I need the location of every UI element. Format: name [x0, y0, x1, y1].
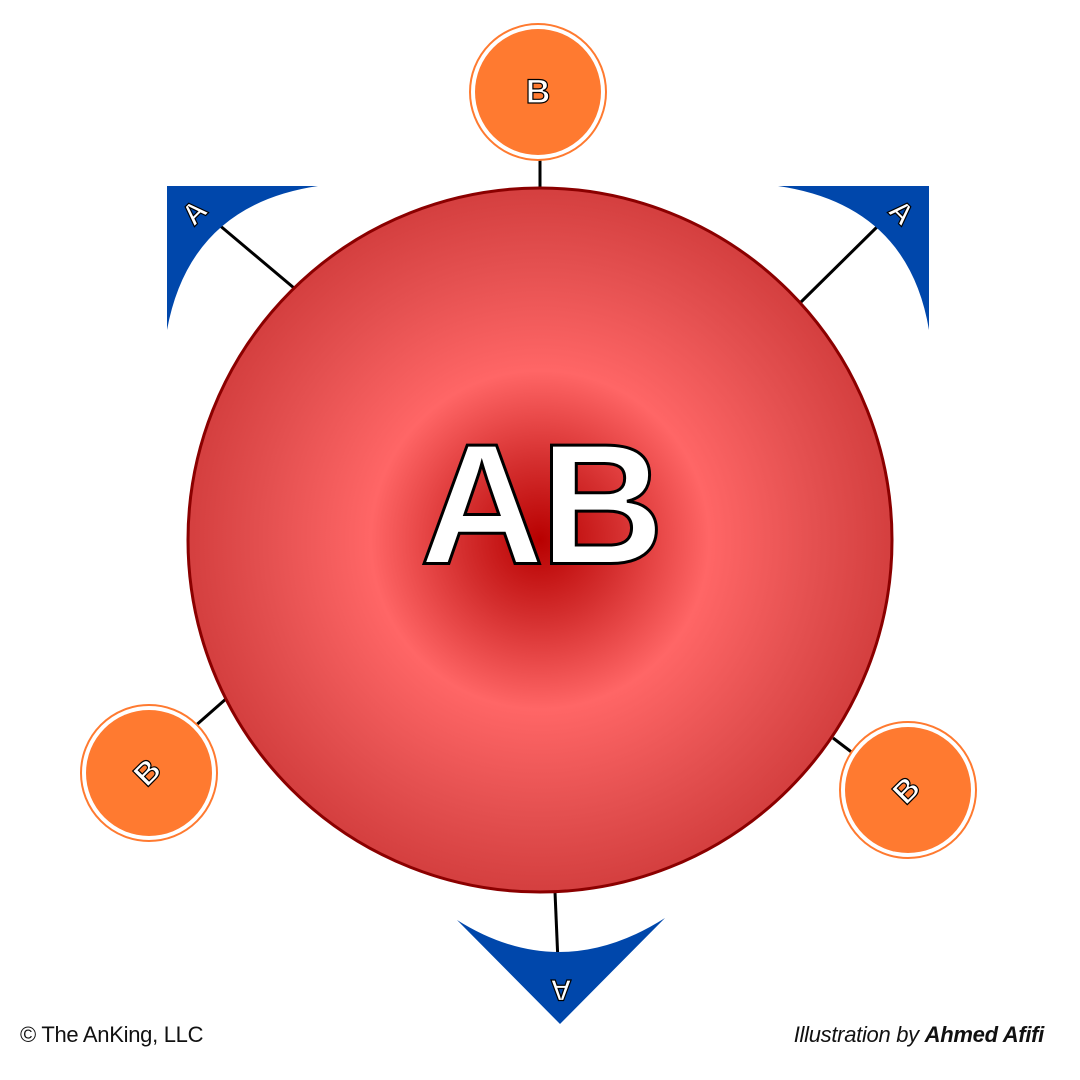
blood-type-label: AB: [420, 408, 660, 600]
a-antigen-bottom: [457, 918, 665, 1024]
b-antigen-label: B: [526, 73, 551, 111]
stem-top-left-a: [217, 222, 295, 290]
stem-bottom-a: [553, 891, 560, 963]
stem-bottom-left-b: [193, 696, 228, 729]
b-antigen-top: B: [469, 23, 607, 161]
a-antigen-top-left: [167, 186, 318, 330]
a-antigen-top-right: [778, 186, 929, 330]
antigen-stems: [193, 157, 882, 963]
illustration-credit: Illustration by Ahmed Afifi: [793, 1022, 1045, 1048]
b-antigen-bottom-left: B: [80, 704, 218, 842]
b-antigen-bottom-right: B: [839, 721, 977, 859]
a-antigen-label: A: [550, 973, 572, 1006]
red-blood-cell: [186, 186, 894, 894]
credit-prefix: Illustration by: [793, 1022, 925, 1047]
credit-author: Ahmed Afifi: [924, 1022, 1045, 1047]
stem-top-right-a: [799, 222, 882, 304]
copyright-notice: © The AnKing, LLC: [20, 1022, 204, 1047]
